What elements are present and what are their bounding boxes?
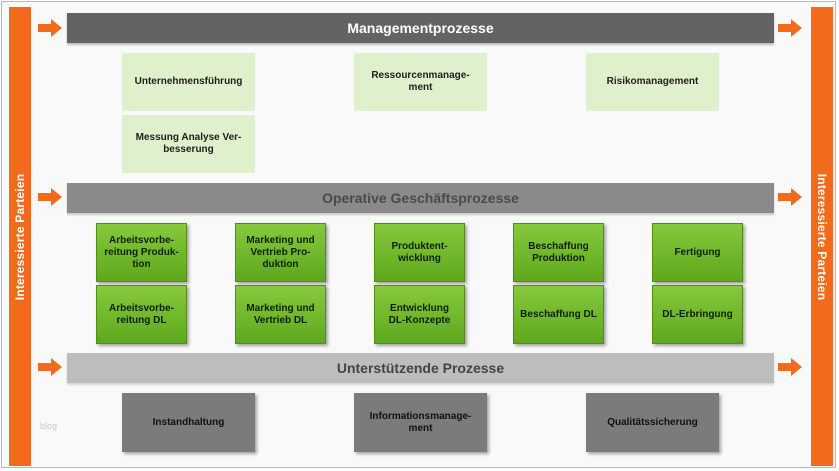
support-processes-band: Unterstützende Prozesse: [67, 353, 774, 383]
process-box-arbeitsvorbereitung-dl: Arbeitsvorbe- reitung DL: [96, 285, 187, 344]
process-box-label: Messung Analyse Ver- besserung: [135, 132, 242, 155]
process-box-arbeitsvorbereitung-produktion: Arbeitsvorbe- reitung Produk- tion: [96, 223, 187, 282]
process-box-label: Beschaffung DL: [520, 308, 597, 320]
process-box-label: Informationsmanage- ment: [369, 410, 472, 434]
process-box-risikomanagement: Risikomanagement: [586, 53, 719, 111]
process-box-beschaffung-produktion: Beschaffung Produktion: [513, 223, 604, 282]
arrow-right-icon: [38, 358, 62, 376]
process-box-messung-analyse: Messung Analyse Ver- besserung: [122, 115, 255, 173]
process-box-unternehmensfuehrung: Unternehmensführung: [122, 53, 255, 111]
process-box-label: DL-Erbringung: [662, 308, 733, 320]
process-box-marketing-dl: Marketing und Vertrieb DL: [235, 285, 326, 344]
process-box-informationsmanagement: Informationsmanage- ment: [354, 393, 487, 452]
process-box-label: Entwicklung DL-Konzepte: [388, 302, 451, 326]
process-box-entwicklung-dl-konzepte: Entwicklung DL-Konzepte: [374, 285, 465, 344]
process-box-label: Instandhaltung: [152, 416, 225, 428]
support-processes-title: Unterstützende Prozesse: [336, 360, 505, 376]
process-box-ressourcenmanagement: Ressourcenmanage- ment: [354, 53, 487, 111]
process-box-label: Produktent- wicklung: [391, 240, 448, 264]
process-box-qualitaetssicherung: Qualitätssicherung: [586, 393, 719, 452]
process-box-instandhaltung: Instandhaltung: [122, 393, 255, 452]
operative-processes-band: Operative Geschäftsprozesse: [67, 183, 774, 213]
operative-processes-title: Operative Geschäftsprozesse: [322, 190, 519, 206]
stakeholders-bar-right: Interessierte Parteien: [811, 7, 833, 466]
process-box-label: Arbeitsvorbe- reitung DL: [108, 302, 174, 326]
arrow-right-icon: [778, 358, 802, 376]
process-box-label: Unternehmensführung: [134, 76, 243, 87]
process-box-label: Ressourcenmanage- ment: [371, 70, 470, 93]
stakeholders-label-left: Interessierte Parteien: [13, 173, 27, 300]
process-box-dl-erbringung: DL-Erbringung: [652, 285, 743, 344]
arrow-right-icon: [38, 188, 62, 206]
process-box-label: Fertigung: [674, 246, 721, 258]
process-box-beschaffung-dl: Beschaffung DL: [513, 285, 604, 344]
management-processes-band: Managementprozesse: [67, 13, 774, 43]
stakeholders-bar-left: Interessierte Parteien: [9, 7, 31, 466]
watermark-text: blog: [40, 421, 58, 431]
process-box-label: Arbeitsvorbe- reitung Produk- tion: [104, 234, 179, 270]
management-processes-title: Managementprozesse: [347, 20, 494, 36]
process-box-label: Marketing und Vertrieb Pro- duktion: [246, 234, 315, 270]
process-box-label: Risikomanagement: [606, 76, 699, 87]
arrow-right-icon: [778, 188, 802, 206]
process-box-marketing-produktion: Marketing und Vertrieb Pro- duktion: [235, 223, 326, 282]
process-box-produktentwicklung: Produktent- wicklung: [374, 223, 465, 282]
arrow-right-icon: [38, 19, 62, 37]
process-box-label: Qualitätssicherung: [607, 416, 698, 428]
process-box-label: Beschaffung Produktion: [528, 240, 589, 264]
stakeholders-label-right: Interessierte Parteien: [815, 173, 829, 300]
process-box-label: Marketing und Vertrieb DL: [246, 302, 315, 326]
process-box-fertigung: Fertigung: [652, 223, 743, 282]
arrow-right-icon: [778, 19, 802, 37]
